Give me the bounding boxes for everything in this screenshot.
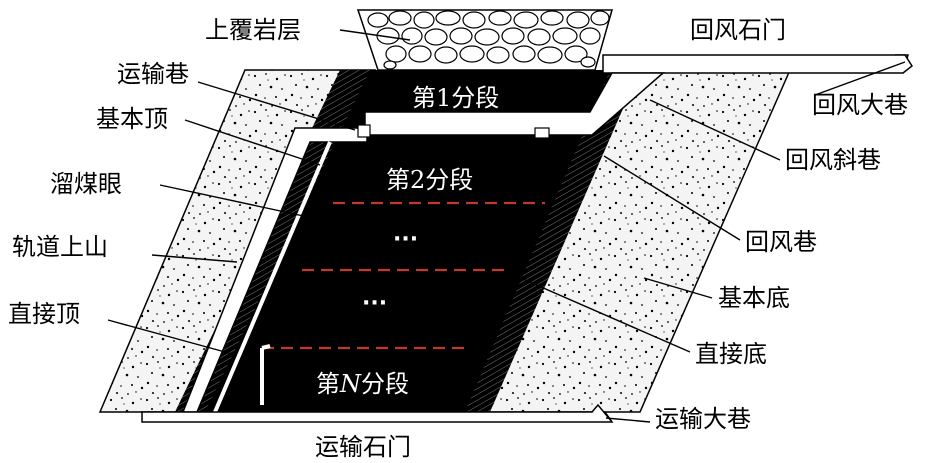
segment-n-label: 第N分段 <box>316 370 409 398</box>
label-haulage-main-roadway: 运输大巷 <box>655 405 751 433</box>
segment-dividers <box>262 201 545 350</box>
leader-haulage-main <box>605 417 651 423</box>
overburden-pebbles <box>367 10 610 70</box>
label-haulage-crosscut: 运输石门 <box>315 433 411 461</box>
return-main-roadway-end <box>895 54 913 74</box>
label-return-crosscut: 回风石门 <box>690 16 786 44</box>
leader-coal-chute <box>159 184 323 221</box>
label-track-uphill: 轨道上山 <box>12 233 108 261</box>
label-return-inclined-roadway: 回风斜巷 <box>785 146 881 174</box>
chute-connector <box>261 344 271 350</box>
return-roadway-cap <box>534 127 550 139</box>
label-immediate-roof: 直接顶 <box>8 300 80 328</box>
leader-return-inclined <box>649 99 781 161</box>
ellipsis-2: ··· <box>362 291 387 316</box>
track-uphill-inner <box>213 141 332 413</box>
coal-seam <box>205 70 610 412</box>
haulage-roadway-cap <box>357 124 371 138</box>
label-overburden: 上覆岩层 <box>205 16 301 44</box>
leader-lines <box>107 29 906 423</box>
segment-1-label: 第1分段 <box>412 84 499 112</box>
label-main-floor: 基本底 <box>718 284 790 312</box>
segment-2-label: 第2分段 <box>386 166 473 194</box>
leader-main-roof <box>184 119 321 166</box>
leader-overburden <box>339 29 411 41</box>
leader-haulage-roadway <box>197 81 356 131</box>
label-immediate-floor: 直接底 <box>695 340 767 368</box>
leader-immediate-roof <box>107 319 237 356</box>
label-haulage-roadway: 运输巷 <box>117 60 189 88</box>
label-main-roof: 基本顶 <box>96 105 168 133</box>
leader-track-uphill <box>151 254 238 263</box>
label-coal-chute: 溜煤眼 <box>50 170 122 198</box>
label-return-main-roadway: 回风大巷 <box>812 91 908 119</box>
leader-main-floor <box>643 277 713 299</box>
ellipsis-1: ··· <box>393 227 418 252</box>
label-return-roadway: 回风巷 <box>745 228 817 256</box>
leader-immediate-floor <box>524 279 691 353</box>
leader-return-main-roadway <box>814 61 906 96</box>
haulage-crosscut <box>141 411 614 423</box>
leader-return-roadway <box>603 155 741 241</box>
return-crosscut <box>602 54 909 74</box>
